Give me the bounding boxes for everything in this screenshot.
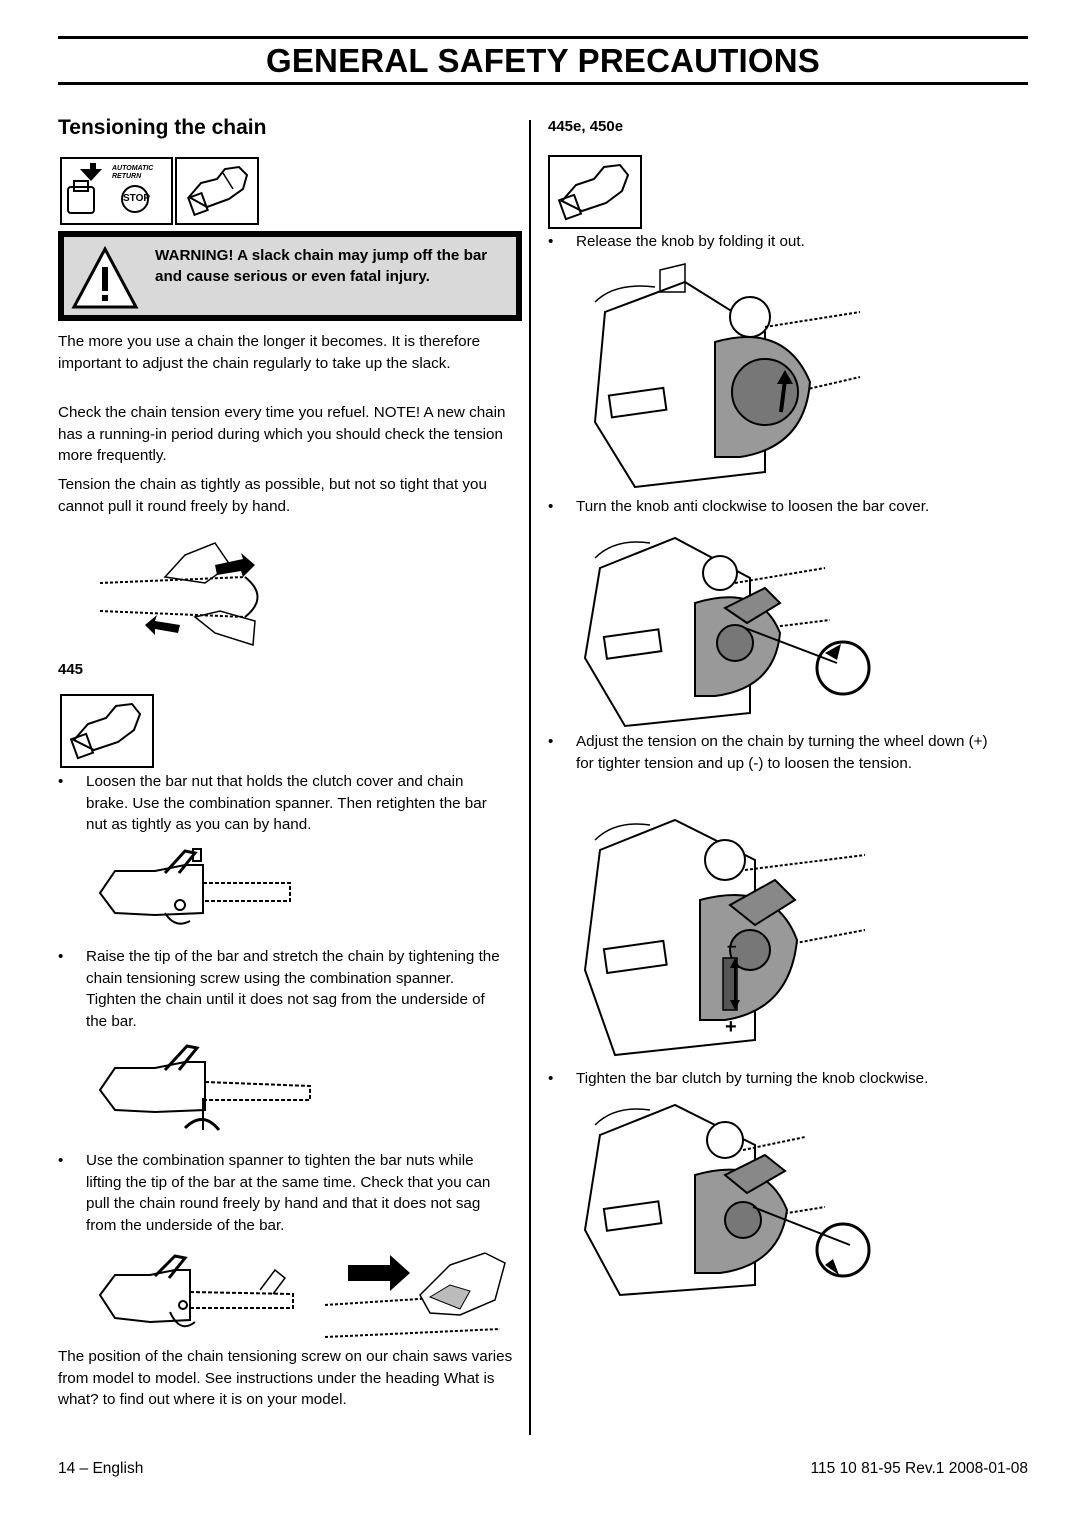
glove-icon-445e: [548, 155, 642, 229]
bullet-dot: •: [548, 498, 554, 515]
paragraph-check-tension: Check the chain tension every time you r…: [58, 404, 506, 464]
header-rule-bottom: [58, 82, 1028, 85]
paragraph-chain-length: The more you use a chain the longer it b…: [58, 333, 481, 372]
glove-icon: [175, 157, 259, 225]
bullet-text: Use the combination spanner to tighten t…: [86, 1152, 491, 1234]
bullet-445e-adjust-wheel: • Adjust the tension on the chain by tur…: [548, 731, 1018, 797]
bullet-dot: •: [58, 948, 64, 965]
warning-triangle-icon: [71, 245, 139, 309]
bullet-text: Adjust the tension on the chain by turni…: [576, 733, 988, 772]
illustration-tighten-clutch: [583, 1103, 871, 1297]
page-title: GENERAL SAFETY PRECAUTIONS: [265, 42, 821, 79]
bullet-445-raise-tip: • Raise the tip of the bar and stretch t…: [58, 946, 508, 1034]
bullet-445e-release-knob: • Release the knob by folding it out.: [548, 231, 1018, 253]
bullet-text: Turn the knob anti clockwise to loosen t…: [576, 498, 930, 515]
bullet-445-tighten-nuts: • Use the combination spanner to tighten…: [58, 1150, 513, 1238]
column-divider: [529, 120, 531, 1435]
bullet-dot: •: [548, 1070, 554, 1087]
model-heading-445e-450e: 445e, 450e: [548, 118, 624, 135]
bullet-dot: •: [548, 733, 554, 750]
footer-document-number: 115 10 81-95 Rev.1 2008-01-08: [810, 1460, 1028, 1477]
illustration-fold-knob: [593, 263, 861, 489]
auto-return-label: AUTOMATIC RETURN: [112, 165, 154, 180]
footer-page-language: 14 – English: [58, 1460, 144, 1477]
illustration-adjust-wheel: [583, 818, 866, 1057]
paragraph-screw-position: The position of the chain tensioning scr…: [58, 1348, 513, 1408]
stop-label: STOP: [123, 193, 151, 204]
illustration-loosen-cover: [583, 536, 871, 728]
minus-label: –: [727, 936, 737, 955]
illustration-pull-chain-hand: [324, 1252, 506, 1338]
model-heading-445: 445: [58, 661, 84, 678]
illustration-pull-chain: [99, 542, 259, 646]
illustration-tighten-nuts: [98, 1254, 294, 1328]
bullet-text: Release the knob by folding it out.: [576, 233, 805, 250]
bullet-text: Raise the tip of the bar and stretch the…: [86, 948, 500, 1030]
header-rule-top: [58, 36, 1028, 39]
bullet-dot: •: [58, 773, 64, 790]
bullet-text: Loosen the bar nut that holds the clutch…: [86, 773, 487, 833]
warning-text: WARNING! A slack chain may jump off the …: [155, 247, 488, 285]
illustration-tension-screw: [98, 1044, 311, 1131]
paragraph-tension-tightly: Tension the chain as tightly as possible…: [58, 476, 487, 515]
bullet-text: Tighten the bar clutch by turning the kn…: [576, 1070, 929, 1087]
bullet-445e-tighten-clockwise: • Tighten the bar clutch by turning the …: [548, 1068, 1018, 1090]
automatic-return-stop-icon: AUTOMATIC RETURN STOP: [60, 157, 173, 225]
warning-box: WARNING! A slack chain may jump off the …: [58, 231, 522, 321]
bullet-dot: •: [548, 233, 554, 250]
illustration-loosen-nut: [98, 848, 291, 925]
glove-icon-445: [60, 694, 154, 768]
bullet-445-loosen: • Loosen the bar nut that holds the clut…: [58, 771, 508, 837]
section-title: Tensioning the chain: [58, 116, 267, 139]
bullet-445e-turn-anticlockwise: • Turn the knob anti clockwise to loosen…: [548, 496, 1018, 518]
plus-label: +: [725, 1016, 737, 1038]
bullet-dot: •: [58, 1152, 64, 1169]
